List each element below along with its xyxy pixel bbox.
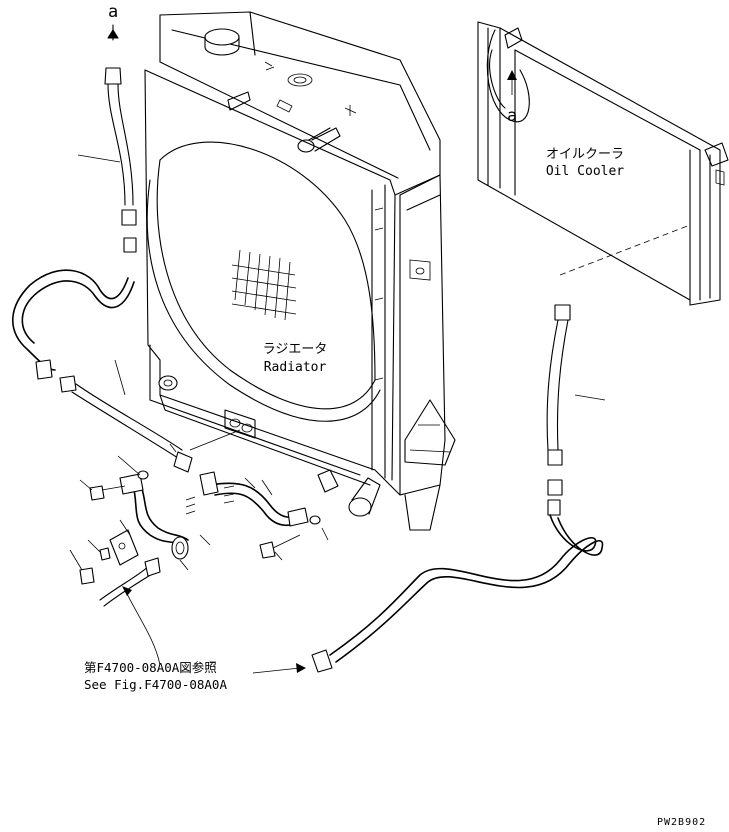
reference-a-cooler: a [507, 106, 518, 126]
radiator-label-jp: ラジエータ [262, 342, 328, 357]
drawing-code: PW2B902 [657, 817, 707, 828]
see-figure-label-jp: 第F4700-08A0A図参照 [84, 660, 217, 675]
oil-cooler [477, 21, 729, 306]
oil-cooler-label-en: Oil Cooler [545, 164, 625, 179]
fitting-parts [69, 429, 329, 607]
right-hose-assembly [311, 304, 606, 673]
oil-cooler-label-jp: オイルクーラ [545, 147, 624, 162]
radiator-label-en: Radiator [263, 360, 327, 375]
see-figure-label-en: See Fig.F4700-08A0A [84, 677, 227, 692]
callout-arrows [122, 70, 517, 674]
left-hose-assembly [12, 24, 193, 473]
reference-a-top: a [108, 2, 119, 22]
radiator [144, 11, 456, 531]
